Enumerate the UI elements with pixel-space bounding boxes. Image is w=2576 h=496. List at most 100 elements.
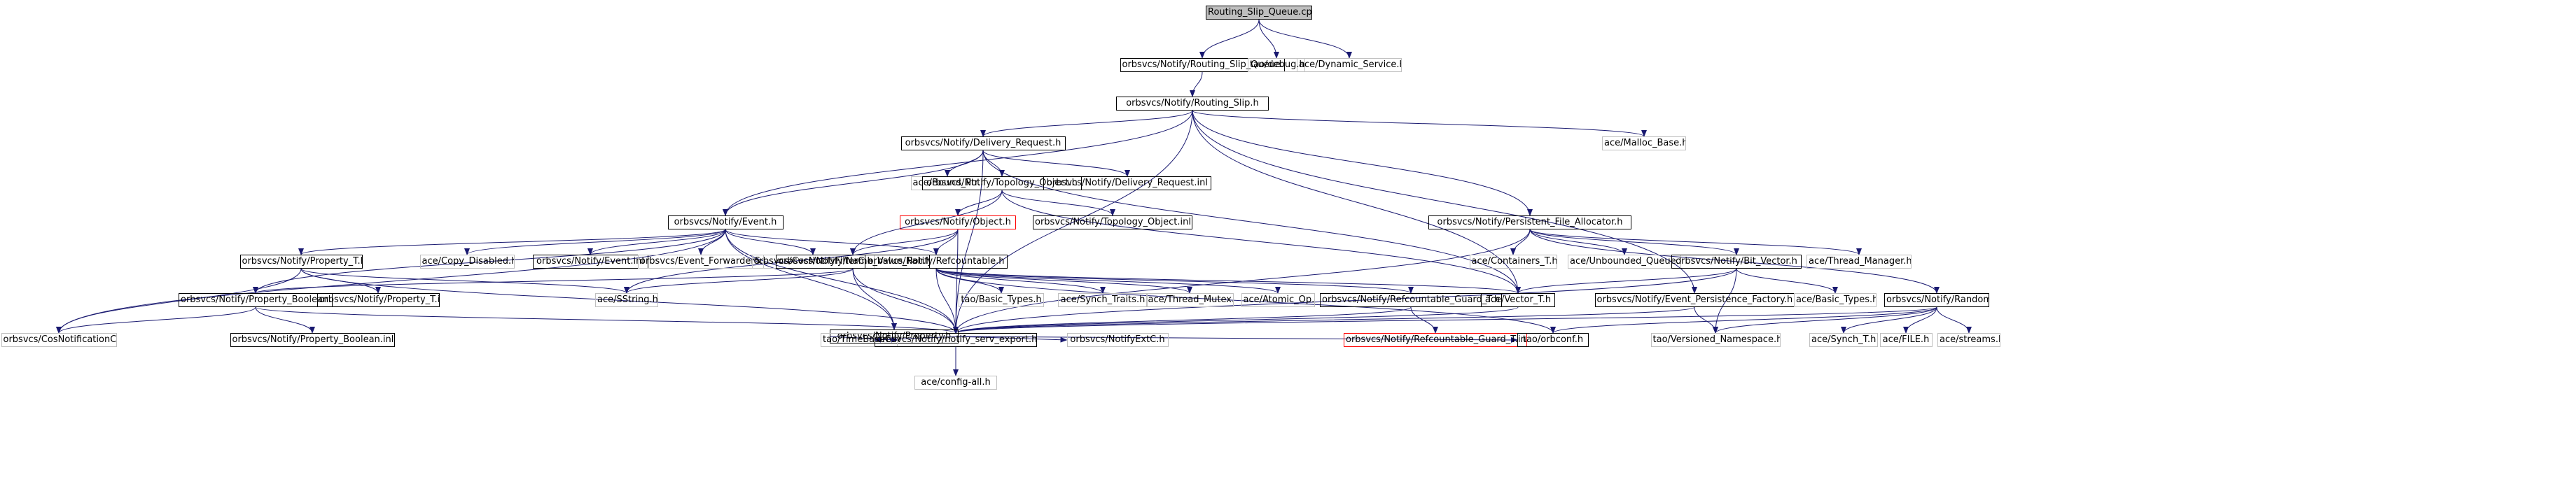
graph-node-n12[interactable]: orbsvcs/Notify/Persistent_File_Allocator… bbox=[1428, 215, 1631, 229]
edge-n13-n23 bbox=[298, 229, 726, 255]
edge-n32-n41 bbox=[953, 306, 1412, 334]
edge-n18-n31 bbox=[935, 268, 1281, 294]
graph-node-n6[interactable]: ace/Malloc_Base.h bbox=[1602, 136, 1686, 150]
graph-node-n41[interactable]: orbsvcs/Notify/notify_serv_export.h bbox=[875, 333, 1037, 347]
edge-n5-n9 bbox=[982, 150, 1130, 177]
graph-node-n23[interactable]: orbsvcs/Notify/Property_T.h bbox=[239, 255, 363, 269]
graph-node-n38[interactable]: orbsvcs/CosNotificationC.h bbox=[1, 333, 117, 347]
graph-node-n32[interactable]: orbsvcs/Notify/Refcountable_Guard_T.h bbox=[1320, 293, 1502, 307]
edge-n33-n41 bbox=[953, 306, 1519, 334]
graph-node-n49[interactable]: ace/config-all.h bbox=[914, 376, 997, 390]
edge-n13-n14 bbox=[464, 229, 726, 255]
graph-node-n18[interactable]: orbsvcs/Notify/Refcountable.h bbox=[865, 255, 1008, 269]
edge-n4-n12 bbox=[1192, 110, 1533, 216]
edge-n8-n10 bbox=[955, 190, 1003, 216]
edge-n13-n38 bbox=[56, 229, 726, 334]
edge-n21-n45 bbox=[1713, 268, 1737, 334]
edge-n12-n36 bbox=[1529, 229, 1940, 294]
graph-node-n28[interactable]: tao/Basic_Types.h bbox=[959, 293, 1044, 307]
edge-n5-n33 bbox=[982, 150, 1521, 294]
edge-n37-n41 bbox=[874, 336, 959, 343]
graph-node-n47[interactable]: ace/FILE.h bbox=[1879, 333, 1933, 347]
edge-n18-n30 bbox=[935, 268, 1192, 294]
edge-n24-n37 bbox=[852, 268, 897, 330]
graph-node-n46[interactable]: ace/Synch_T.h bbox=[1809, 333, 1878, 347]
graph-node-n48[interactable]: ace/streams.h bbox=[1937, 333, 2000, 347]
graph-node-n36[interactable]: orbsvcs/Notify/Random_File.h bbox=[1884, 293, 1989, 307]
edge-n13-n37 bbox=[725, 229, 897, 330]
edge-n36-n46 bbox=[1841, 306, 1937, 334]
edge-n13-n15 bbox=[587, 229, 726, 255]
graph-node-n27[interactable]: ace/SString.h bbox=[595, 293, 658, 307]
edge-n4-n6 bbox=[1192, 110, 1647, 137]
graph-node-n45[interactable]: tao/Versioned_Namespace.h bbox=[1650, 333, 1781, 347]
graph-node-n9[interactable]: orbsvcs/Notify/Delivery_Request.inl bbox=[1043, 176, 1211, 190]
edge-n12-n20 bbox=[1529, 229, 1627, 255]
edge-n36-n48 bbox=[1936, 306, 1972, 334]
edge-n24-n27 bbox=[624, 268, 854, 294]
edge-n5-n41 bbox=[953, 150, 984, 334]
graph-node-n4[interactable]: orbsvcs/Notify/Routing_Slip.h bbox=[1116, 97, 1269, 111]
graph-node-n43[interactable]: orbsvcs/Notify/Refcountable_Guard_T.inl bbox=[1344, 333, 1527, 347]
graph-node-n15[interactable]: orbsvcs/Notify/Event.inl bbox=[532, 255, 648, 269]
graph-node-n26[interactable]: orbsvcs/Notify/Property_T.inl bbox=[316, 293, 440, 307]
edge-n18-n32 bbox=[935, 268, 1414, 294]
edge-n4-n5 bbox=[980, 110, 1193, 137]
graph-node-n20[interactable]: ace/Unbounded_Queue.h bbox=[1568, 255, 1681, 269]
graph-node-n29[interactable]: ace/Synch_Traits.h bbox=[1058, 293, 1148, 307]
edge-n0-n3 bbox=[1258, 19, 1352, 59]
graph-node-n35[interactable]: ace/Basic_Types.h bbox=[1794, 293, 1877, 307]
graph-node-n44[interactable]: tao/orbconf.h bbox=[1517, 333, 1589, 347]
graph-node-n30[interactable]: ace/Thread_Mutex.h bbox=[1146, 293, 1234, 307]
edge-n8-n33 bbox=[1001, 190, 1521, 294]
graph-node-n33[interactable]: ace/Vector_T.h bbox=[1481, 293, 1555, 307]
graph-node-n8[interactable]: orbsvcs/Notify/Topology_Object.h bbox=[922, 176, 1082, 190]
edge-n24-n41 bbox=[852, 268, 959, 334]
edge-n10-n24 bbox=[850, 229, 959, 255]
edge-n18-n33 bbox=[935, 268, 1521, 294]
edge-n37-n42 bbox=[958, 336, 1068, 343]
graph-node-n10[interactable]: orbsvcs/Notify/Object.h bbox=[900, 215, 1016, 229]
edge-n25-n39 bbox=[255, 306, 315, 334]
edge-n18-n44 bbox=[935, 268, 1556, 334]
graph-node-n31[interactable]: ace/Atomic_Op.h bbox=[1241, 293, 1315, 307]
edge-n13-n25 bbox=[253, 229, 726, 294]
edge-n12-n21 bbox=[1529, 229, 1739, 255]
edge-n21-n35 bbox=[1736, 268, 1838, 294]
edge-n18-n41 bbox=[935, 268, 959, 334]
edge-n4-n41 bbox=[953, 110, 1193, 334]
graph-node-n24[interactable]: orbsvcs/Notify/Name_Value_Pair.h bbox=[776, 255, 930, 269]
graph-node-n42[interactable]: orbsvcs/NotifyExtC.h bbox=[1066, 333, 1169, 347]
graph-node-n19[interactable]: ace/Containers_T.h bbox=[1469, 255, 1557, 269]
graph-node-n14[interactable]: ace/Copy_Disabled.h bbox=[419, 255, 515, 269]
graph-node-n5[interactable]: orbsvcs/Notify/Delivery_Request.h bbox=[900, 136, 1066, 150]
edge-n4-n33 bbox=[1192, 110, 1521, 294]
edge-n37-n44 bbox=[958, 336, 1518, 343]
edge-n24-n25 bbox=[253, 268, 854, 294]
graph-node-n1[interactable]: orbsvcs/Notify/Routing_Slip_Queue.h bbox=[1120, 58, 1285, 72]
edge-n36-n44 bbox=[1550, 306, 1937, 334]
edge-n36-n47 bbox=[1903, 306, 1937, 334]
edge-n4-n13 bbox=[723, 110, 1193, 216]
graph-node-n11[interactable]: orbsvcs/Notify/Topology_Object.inl bbox=[1033, 215, 1192, 229]
edge-n23-n38 bbox=[56, 268, 302, 334]
edge-n36-n41 bbox=[953, 306, 1937, 334]
graph-node-n13[interactable]: orbsvcs/Notify/Event.h bbox=[667, 215, 784, 229]
graph-node-n40[interactable]: tao/TimeBaseC.h bbox=[821, 333, 898, 347]
edge-n36-n45 bbox=[1713, 306, 1937, 334]
graph-node-n34[interactable]: orbsvcs/Notify/Event_Persistence_Factory… bbox=[1594, 293, 1795, 307]
edge-n18-n29 bbox=[935, 268, 1106, 294]
edge-n1-n4 bbox=[1190, 71, 1203, 97]
graph-node-n2[interactable]: tao/debug.h bbox=[1248, 58, 1305, 72]
graph-node-n22[interactable]: ace/Thread_Manager.h bbox=[1806, 255, 1912, 269]
graph-node-n0[interactable]: Routing_Slip_Queue.cpp bbox=[1206, 6, 1312, 20]
graph-node-n25[interactable]: orbsvcs/Notify/Property_Boolean.h bbox=[179, 293, 333, 307]
graph-node-n3[interactable]: ace/Dynamic_Service.h bbox=[1297, 58, 1402, 72]
graph-node-n16[interactable]: orbsvcs/Event_ForwarderS.h bbox=[638, 255, 764, 269]
edge-n21-n33 bbox=[1515, 268, 1737, 294]
graph-node-n39[interactable]: orbsvcs/Notify/Property_Boolean.inl bbox=[230, 333, 395, 347]
edge-n5-n13 bbox=[723, 150, 984, 216]
graph-node-n21[interactable]: orbsvcs/Notify/Bit_Vector.h bbox=[1671, 255, 1802, 269]
